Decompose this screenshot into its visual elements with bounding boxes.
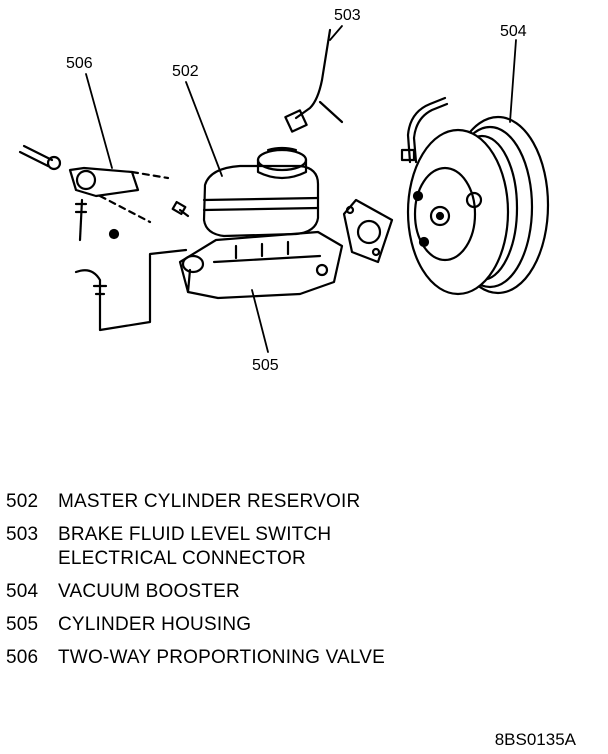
callout-505: 505 (252, 357, 279, 374)
vacuum-booster-drawing (400, 96, 550, 296)
legend-number: 504 (6, 581, 39, 602)
fluid-level-switch-connector-drawing (284, 28, 344, 133)
callout-504: 504 (500, 23, 527, 40)
gasket-drawing (342, 198, 394, 264)
callout-503: 503 (334, 7, 361, 24)
legend-number: 505 (6, 614, 39, 635)
legend-item: 505 CYLINDER HOUSING (6, 613, 596, 637)
brake-tube-drawing (74, 248, 188, 332)
legend-description: BRAKE FLUID LEVEL SWITCH (58, 524, 332, 545)
proportioning-valve-drawing (18, 144, 190, 242)
callout-502: 502 (172, 63, 199, 80)
figure-id: 8BS0135A (494, 730, 576, 749)
legend-item: 502 MASTER CYLINDER RESERVOIR (6, 490, 596, 514)
legend-description: CYLINDER HOUSING (58, 614, 252, 635)
legend-number: 502 (6, 491, 39, 512)
master-cylinder-reservoir-drawing (202, 146, 320, 238)
cylinder-housing-drawing (178, 230, 344, 300)
callout-leaders (85, 25, 517, 353)
brake-assembly-diagram: 506 502 503 504 505 (18, 7, 550, 374)
legend-number: 506 (6, 647, 39, 668)
legend-number: 503 (6, 524, 39, 545)
legend-description: VACUUM BOOSTER (58, 581, 240, 602)
legend-item: 506 TWO-WAY PROPORTIONING VALVE (6, 646, 596, 670)
parts-legend: 502 MASTER CYLINDER RESERVOIR 503 BRAKE … (6, 490, 596, 679)
legend-item: 503 BRAKE FLUID LEVEL SWITCH ELECTRICAL … (6, 523, 596, 571)
legend-description: MASTER CYLINDER RESERVOIR (58, 491, 361, 512)
legend-description: TWO-WAY PROPORTIONING VALVE (58, 647, 386, 668)
legend-item: 504 VACUUM BOOSTER (6, 580, 596, 604)
legend-description-line-2: ELECTRICAL CONNECTOR (58, 548, 306, 569)
callout-506: 506 (66, 55, 93, 72)
